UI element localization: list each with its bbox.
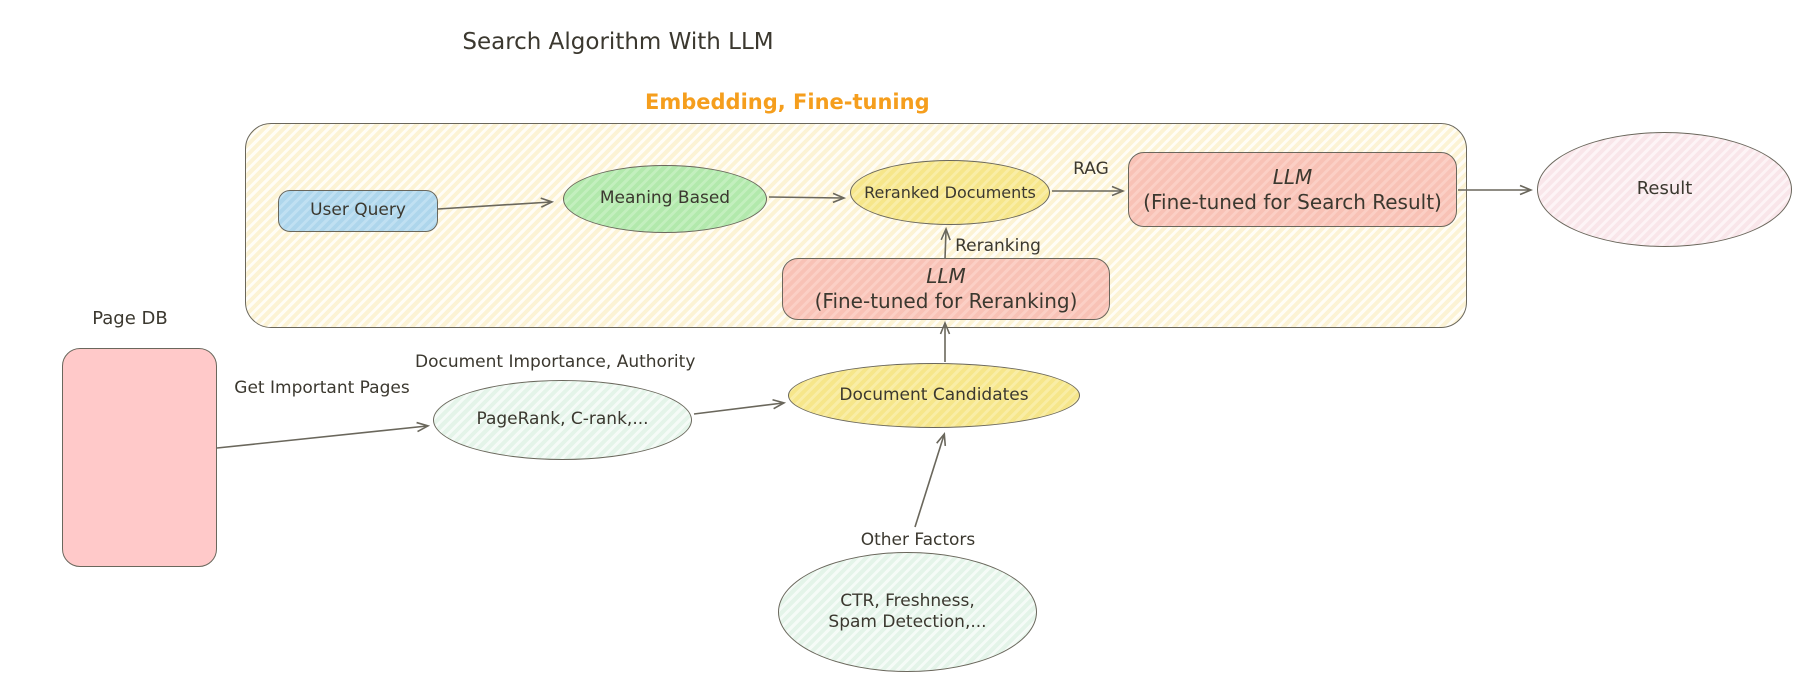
edge-label-get-important-pages: Get Important Pages: [234, 378, 410, 398]
node-pagerank-label: PageRank, C-rank,...: [476, 409, 649, 430]
node-reranked-documents: Reranked Documents: [850, 160, 1050, 225]
group-label-embedding-finetuning: Embedding, Fine-tuning: [645, 90, 930, 114]
node-ctr-line2: Spam Detection,...: [828, 612, 987, 632]
edge-label-reranking: Reranking: [955, 236, 1041, 256]
node-page-db: [62, 348, 217, 567]
diagram-title: Search Algorithm With LLM: [462, 29, 774, 55]
node-llm-reranking: LLM (Fine-tuned for Reranking): [782, 258, 1110, 320]
node-user-query: User Query: [278, 190, 438, 232]
arrow-pagedb-to-pagerank: [216, 426, 427, 449]
label-document-importance-authority: Document Importance, Authority: [415, 352, 696, 372]
node-llm-search-line1: LLM: [1272, 164, 1313, 189]
edge-label-rag: RAG: [1073, 159, 1109, 179]
node-llm-rerank-line1: LLM: [926, 264, 966, 288]
node-user-query-label: User Query: [310, 200, 406, 221]
node-llm-rerank-line2: (Fine-tuned for Reranking): [814, 289, 1078, 313]
node-document-candidates: Document Candidates: [788, 363, 1080, 428]
node-llm-search-line2: (Fine-tuned for Search Result): [1143, 189, 1442, 214]
node-document-candidates-label: Document Candidates: [839, 384, 1029, 405]
arrow-pagerank-to-candidates: [693, 403, 783, 415]
node-meaning-based-label: Meaning Based: [599, 188, 731, 209]
node-pagerank-crank: PageRank, C-rank,...: [433, 380, 692, 460]
node-llm-search-result: LLM (Fine-tuned for Search Result): [1128, 152, 1457, 227]
node-meaning-based: Meaning Based: [563, 165, 767, 233]
label-page-db: Page DB: [92, 308, 168, 329]
node-ctr-freshness-spam: CTR, Freshness, Spam Detection,...: [778, 552, 1037, 672]
label-other-factors: Other Factors: [860, 530, 976, 550]
node-result: Result: [1537, 132, 1792, 247]
node-ctr-line1: CTR, Freshness,: [840, 590, 975, 611]
node-result-label: Result: [1636, 178, 1693, 200]
arrow-otherfactors-to-candidates: [914, 435, 944, 528]
node-reranked-documents-label: Reranked Documents: [864, 182, 1036, 202]
